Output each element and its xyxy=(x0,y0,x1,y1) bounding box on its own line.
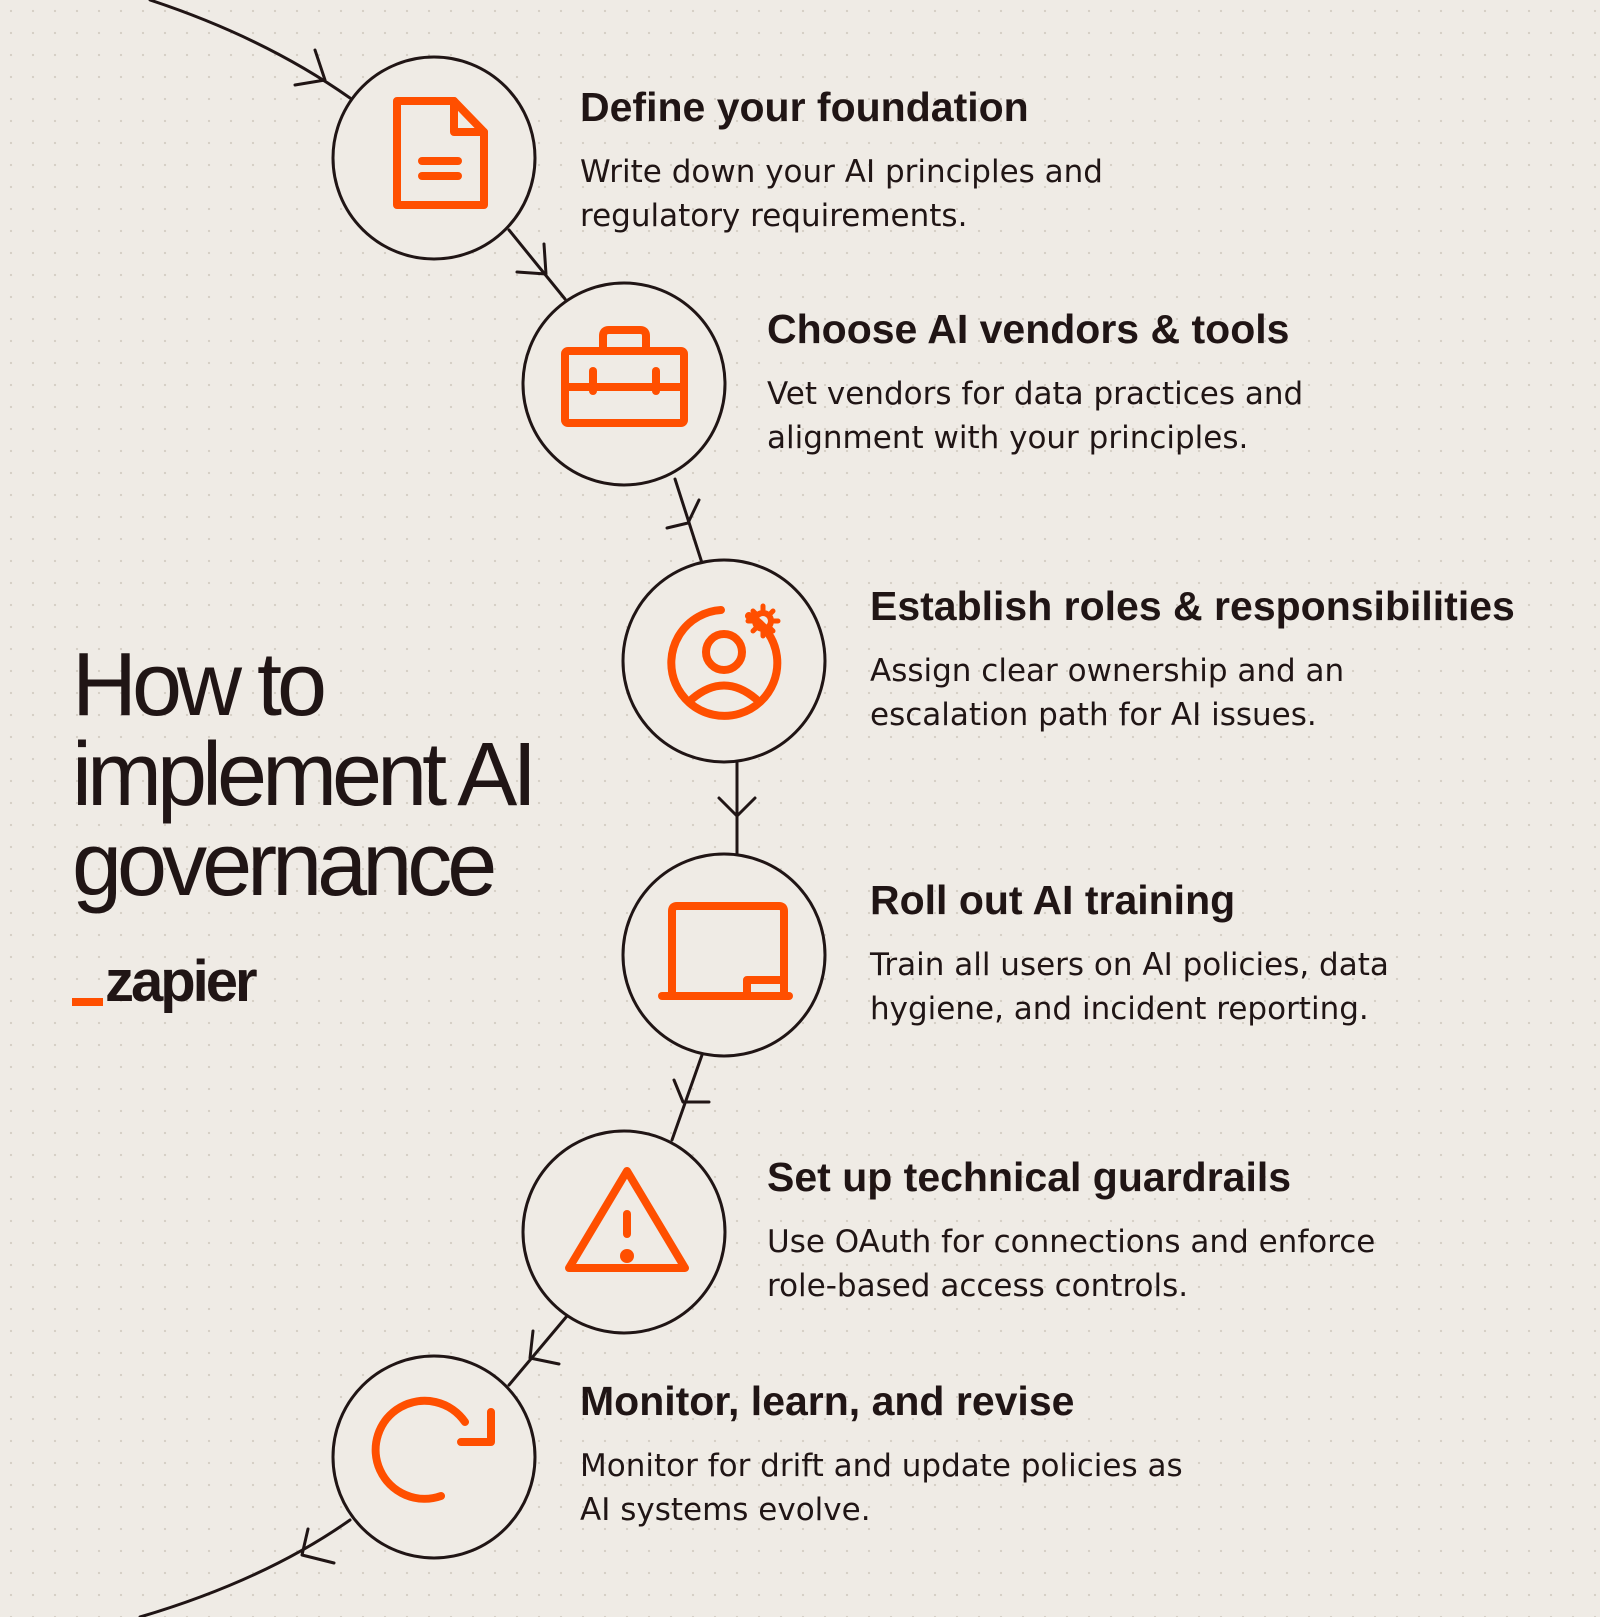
arrowhead xyxy=(528,1329,561,1366)
document-icon xyxy=(393,97,488,209)
step-circle-4 xyxy=(621,852,827,1058)
laptop-icon xyxy=(658,902,793,1000)
step-5-description: Use OAuth for connections and enforce ro… xyxy=(767,1224,1376,1304)
warning-icon xyxy=(565,1167,689,1272)
step-circle-3 xyxy=(621,558,827,764)
connector-line xyxy=(670,1053,704,1142)
arrowhead xyxy=(300,1527,336,1565)
step-1-description: Write down your AI principles and regula… xyxy=(580,154,1103,234)
user-gear-icon xyxy=(667,603,782,720)
arrowhead xyxy=(665,498,701,530)
connector-line xyxy=(507,228,567,301)
step-6-title: Monitor, learn, and revise xyxy=(580,1378,1075,1424)
step-2-title: Choose AI vendors & tools xyxy=(767,306,1290,352)
step-circle-6 xyxy=(331,1354,537,1560)
step-3-title: Establish roles & responsibilities xyxy=(870,583,1515,629)
step-6-description: Monitor for drift and update policies as… xyxy=(580,1448,1183,1528)
connector-line xyxy=(148,0,352,100)
arrowhead xyxy=(515,242,548,276)
connector-line xyxy=(507,1314,569,1387)
step-4-description: Train all users on AI policies, data hyg… xyxy=(870,947,1389,1027)
arrowhead xyxy=(717,796,757,818)
toolbox-icon xyxy=(561,326,688,427)
step-2-description: Vet vendors for data practices and align… xyxy=(767,376,1304,456)
step-3-description: Assign clear ownership and an escalation… xyxy=(870,653,1345,733)
arrowhead xyxy=(293,48,327,87)
connector-line xyxy=(138,1518,352,1617)
arrowhead xyxy=(672,1078,711,1104)
logo-text: zapier xyxy=(105,949,258,1014)
step-1-title: Define your foundation xyxy=(580,84,1029,130)
step-4-title: Roll out AI training xyxy=(870,877,1236,923)
step-5-title: Set up technical guardrails xyxy=(767,1154,1292,1200)
logo-underscore xyxy=(72,998,103,1006)
refresh-icon xyxy=(371,1396,495,1503)
main-title: How to implement AI governance xyxy=(72,635,537,915)
